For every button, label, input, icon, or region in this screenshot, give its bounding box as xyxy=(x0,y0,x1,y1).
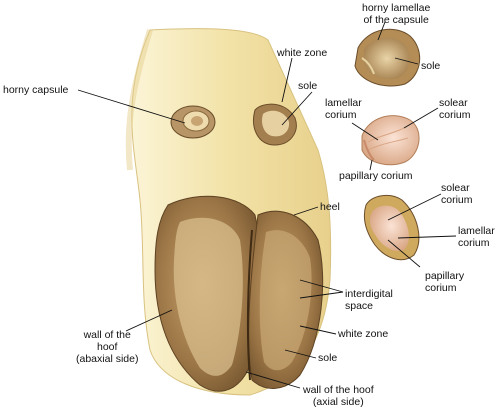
label-lamellar-corium-2: lamellar corium xyxy=(458,225,495,249)
dewclaw-left xyxy=(170,105,216,139)
detail-corium-2 xyxy=(363,194,420,261)
leader-lines xyxy=(77,21,457,389)
dewclaw-right xyxy=(253,103,297,146)
label-papillary-corium-1: papillary corium xyxy=(339,170,413,182)
label-solear-corium-1: solear corium xyxy=(439,97,471,121)
detail-corium-1 xyxy=(361,115,420,166)
label-solear-corium-2: solear corium xyxy=(441,182,473,206)
label-lamellar-corium-1: lamellar corium xyxy=(325,97,362,121)
label-white-zone-top: white zone xyxy=(277,47,328,59)
label-wall-axial: wall of the hoof (axial side) xyxy=(303,384,374,408)
detail-horny-capsule xyxy=(354,28,421,87)
label-papillary-corium-2: papillary corium xyxy=(425,270,465,294)
hoof-claws xyxy=(154,195,324,392)
label-horny-lamellae: horny lamellae of the capsule xyxy=(362,2,431,26)
label-wall-abaxial: wall of the hoof (abaxial side) xyxy=(76,329,139,365)
label-heel: heel xyxy=(320,201,340,213)
label-interdigital-space: interdigital space xyxy=(345,288,393,312)
label-horny-capsule: horny capsule xyxy=(3,84,69,96)
label-sole-bottom: sole xyxy=(318,352,338,364)
label-sole-mid: sole xyxy=(298,80,318,92)
label-sole-top: sole xyxy=(421,60,441,72)
label-white-zone-bottom: white zone xyxy=(338,328,389,340)
